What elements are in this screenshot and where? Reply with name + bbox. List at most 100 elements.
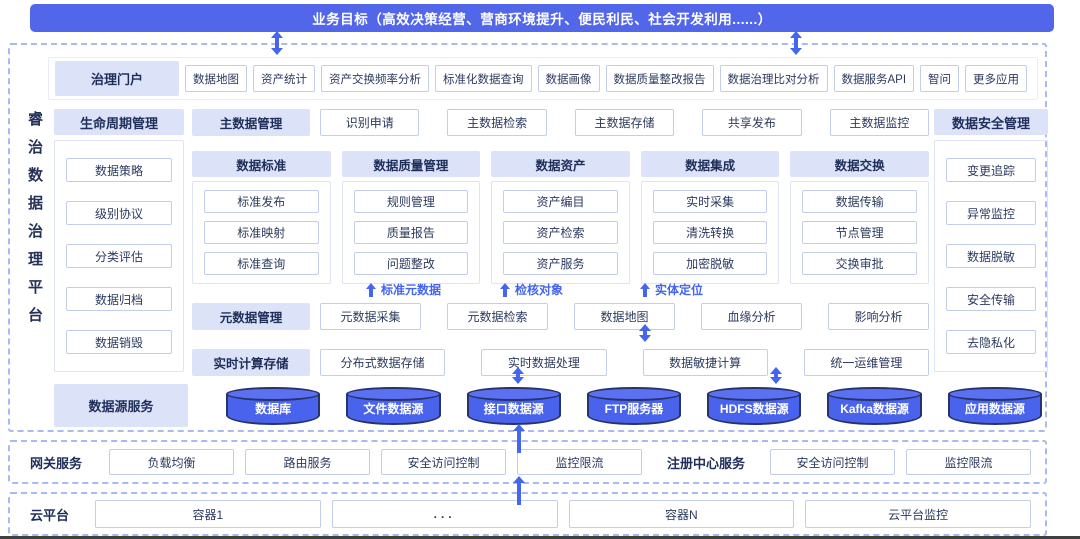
realtime-item: 实时数据处理 (481, 349, 607, 376)
module-item: 清洗转换 (652, 221, 768, 244)
up-down-arrow-icon (271, 31, 283, 55)
up-down-arrow-icon (790, 31, 802, 55)
gateway-item: 路由服务 (245, 449, 370, 475)
datasource-item: 应用数据源 (964, 401, 1025, 416)
security-column: 数据安全管理 变更追踪 异常监控 数据脱敏 安全传输 去隐私化 (934, 109, 1048, 372)
column-header: 数据标准 (192, 151, 331, 177)
security-item: 异常监控 (946, 201, 1036, 225)
realtime-row: 实时计算存储 分布式数据存储 实时数据处理 数据敏捷计算 统一运维管理 (192, 349, 929, 376)
up-down-arrow-icon (770, 367, 782, 384)
module-item: 资产检索 (503, 221, 618, 244)
realtime-label: 实时计算存储 (192, 349, 310, 376)
datasource-label: 数据源服务 (54, 384, 188, 427)
security-item: 数据脱敏 (946, 244, 1036, 268)
portal-item: 更多应用 (965, 65, 1028, 92)
module-item: 标准查询 (204, 252, 319, 275)
datasource-item: FTP服务器 (604, 401, 664, 416)
gateway-item: 安全访问控制 (381, 449, 506, 475)
module-columns: 数据标准 标准发布 标准映射 标准查询 数据质量管理 规则管理 质量报告 问题整… (192, 151, 929, 284)
database-cylinder-icon: 文件数据源 (346, 386, 441, 425)
master-data-label: 主数据管理 (192, 109, 310, 136)
portal-item: 数据画像 (537, 65, 600, 92)
business-goal-banner: 业务目标（高效决策经营、营商环境提升、便民利民、社会开发利用......） (30, 4, 1054, 32)
database-cylinder-icon: FTP服务器 (586, 386, 682, 425)
portal-item: 数据服务API (833, 65, 915, 92)
module-item: 资产编目 (503, 190, 618, 213)
realtime-item: 分布式数据存储 (320, 349, 446, 376)
realtime-item: 统一运维管理 (803, 349, 929, 376)
flow-label: 实体定位 (655, 283, 704, 297)
gateway-box: 网关服务 负载均衡 路由服务 安全访问控制 监控限流 注册中心服务 安全访问控制… (8, 440, 1047, 484)
platform-title: 睿治数据治理平台 (26, 111, 43, 335)
module-item: 质量报告 (353, 221, 469, 244)
module-item: 资产服务 (503, 252, 618, 275)
up-arrow-icon (500, 282, 510, 297)
realtime-item: 数据敏捷计算 (642, 349, 768, 376)
cloud-platform-box: 云平台 容器1 ... 容器N 云平台监控 (8, 492, 1047, 536)
master-data-row: 主数据管理 识别申请 主数据检索 主数据存储 共享发布 主数据监控 (192, 109, 930, 136)
module-item: 规则管理 (353, 190, 469, 213)
module-item: 交换审批 (802, 252, 917, 275)
column-header: 数据质量管理 (341, 151, 481, 177)
column-data-asset: 数据资产 资产编目 资产检索 资产服务 (491, 151, 630, 284)
up-arrow-icon (640, 282, 650, 297)
lifecycle-column: 生命周期管理 数据策略 级别协议 分类评估 数据归档 数据销毁 (54, 109, 184, 372)
column-header: 数据集成 (640, 151, 780, 177)
portal-item: 数据质量整改报告 (605, 65, 714, 92)
module-item: 实时采集 (652, 190, 768, 213)
master-data-item: 共享发布 (702, 109, 802, 136)
lifecycle-item: 数据归档 (66, 287, 172, 311)
lifecycle-header: 生命周期管理 (54, 109, 184, 135)
database-cylinder-icon: 接口数据源 (466, 386, 561, 425)
security-item: 变更追踪 (946, 158, 1036, 182)
registry-center-label: 注册中心服务 (667, 455, 746, 471)
platform-container: 睿治数据治理平台 治理门户 数据地图 资产统计 资产交换频率分析 标准化数据查询… (8, 43, 1048, 432)
master-data-item: 识别申请 (320, 109, 420, 136)
container-item: 容器1 (95, 500, 321, 528)
up-down-arrow-icon (639, 324, 651, 342)
column-data-quality: 数据质量管理 规则管理 质量报告 问题整改 (341, 151, 481, 284)
security-header: 数据安全管理 (934, 109, 1048, 135)
portal-item: 数据地图 (185, 65, 247, 92)
metadata-item: 数据地图 (574, 303, 675, 330)
datasource-item: 文件数据源 (363, 401, 424, 416)
column-data-integration: 数据集成 实时采集 清洗转换 加密脱敏 (640, 151, 780, 284)
module-item: 加密脱敏 (652, 252, 768, 275)
module-item: 问题整改 (353, 252, 469, 275)
database-cylinder-icon: 数据库 (226, 386, 321, 425)
registry-item: 监控限流 (906, 449, 1032, 475)
column-data-standard: 数据标准 标准发布 标准映射 标准查询 (192, 151, 331, 284)
module-item: 标准映射 (204, 221, 319, 244)
portal-item: 标准化数据查询 (435, 65, 532, 92)
flow-annotation: 检核对象 (500, 281, 563, 298)
module-item: 标准发布 (204, 190, 319, 213)
database-cylinder-icon: 应用数据源 (947, 386, 1042, 425)
portal-label: 治理门户 (55, 61, 179, 96)
portal-item: 资产交换频率分析 (321, 65, 429, 92)
portal-row: 治理门户 数据地图 资产统计 资产交换频率分析 标准化数据查询 数据画像 数据质… (48, 57, 1038, 100)
security-item: 安全传输 (946, 287, 1036, 311)
metadata-item: 影响分析 (828, 303, 929, 330)
window-bottom-edge (0, 536, 1080, 539)
lifecycle-item: 分类评估 (66, 244, 172, 268)
up-arrow-icon (513, 424, 525, 453)
metadata-item: 元数据采集 (320, 303, 421, 330)
datasource-item: HDFS数据源 (719, 401, 789, 416)
module-item: 数据传输 (802, 190, 917, 213)
portal-item: 数据治理比对分析 (719, 65, 828, 92)
metadata-row: 元数据管理 元数据采集 元数据检索 数据地图 血缘分析 影响分析 (192, 303, 929, 330)
column-header: 数据资产 (491, 151, 630, 177)
up-arrow-icon (513, 476, 525, 505)
portal-item: 资产统计 (253, 65, 315, 92)
cloud-monitor-item: 云平台监控 (805, 500, 1031, 528)
gateway-item: 监控限流 (517, 449, 642, 475)
gateway-item: 负载均衡 (109, 449, 234, 475)
metadata-item: 元数据检索 (447, 303, 548, 330)
lifecycle-item: 级别协议 (66, 201, 172, 225)
cloud-platform-label: 云平台 (30, 507, 70, 523)
flow-label: 检核对象 (515, 283, 564, 297)
security-item: 去隐私化 (946, 330, 1036, 354)
lifecycle-item: 数据策略 (66, 158, 172, 182)
metadata-item: 血缘分析 (701, 303, 802, 330)
datasource-item: 数据库 (255, 401, 292, 416)
